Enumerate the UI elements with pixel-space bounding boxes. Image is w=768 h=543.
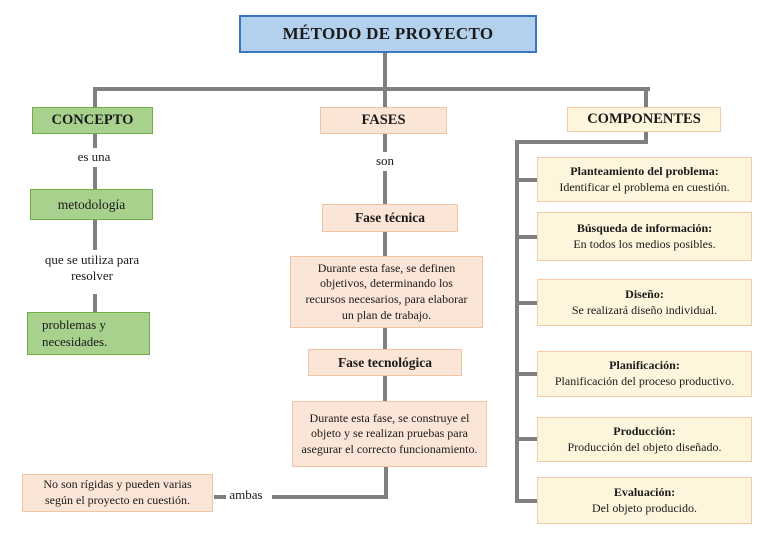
connector-stub-1 bbox=[515, 178, 539, 182]
componentes-header: COMPONENTES bbox=[567, 107, 721, 132]
connector-stub-5 bbox=[515, 437, 539, 441]
fases-link-son: son bbox=[355, 153, 415, 169]
connector-drop-concepto bbox=[93, 87, 97, 107]
connector-componentes-horiz bbox=[515, 140, 648, 144]
componente-item-desc: En todos los medios posibles. bbox=[573, 236, 716, 251]
connector-stub-3 bbox=[515, 301, 539, 305]
concepto-link-es-una: es una bbox=[52, 149, 136, 165]
connector-drop-componentes bbox=[644, 87, 648, 107]
fase-tecnologica-desc: Durante esta fase, se construye el objet… bbox=[292, 401, 487, 467]
connector-concepto-2 bbox=[93, 167, 97, 189]
componente-item-planificacion: Planificación: Planificación del proceso… bbox=[537, 351, 752, 397]
componente-item-desc: Identificar el problema en cuestión. bbox=[559, 179, 730, 194]
connector-fases-1 bbox=[383, 134, 387, 152]
connector-fases-3 bbox=[383, 232, 387, 256]
connector-fases-5 bbox=[383, 376, 387, 401]
connector-ambas-horizontal bbox=[272, 495, 388, 499]
fases-nota-node: No son rígidas y pueden varias según el … bbox=[22, 474, 213, 512]
connector-title-drop bbox=[383, 53, 387, 91]
title-node: MÉTODO DE PROYECTO bbox=[239, 15, 537, 53]
componente-item-title: Producción: bbox=[613, 423, 676, 438]
componente-item-title: Búsqueda de información: bbox=[576, 220, 713, 235]
connector-top-rail bbox=[93, 87, 650, 91]
connector-drop-fases bbox=[383, 87, 387, 107]
connector-ambas-dash bbox=[214, 495, 226, 499]
fases-header: FASES bbox=[320, 107, 447, 134]
connector-concepto-4 bbox=[93, 294, 97, 312]
componente-item-desc: Del objeto producido. bbox=[592, 500, 697, 515]
connector-componentes-vert bbox=[644, 132, 648, 144]
connector-componentes-trunk bbox=[515, 140, 519, 501]
componente-item-diseno: Diseño: Se realizará diseño individual. bbox=[537, 279, 752, 326]
componente-item-planteamiento: Planteamiento del problema: Identificar … bbox=[537, 157, 752, 202]
connector-stub-2 bbox=[515, 235, 539, 239]
concepto-header: CONCEPTO bbox=[32, 107, 153, 134]
fase-tecnica-node: Fase técnica bbox=[322, 204, 458, 232]
concepto-node-problemas: problemas y necesidades. bbox=[27, 312, 150, 355]
componente-item-title: Evaluación: bbox=[613, 484, 676, 499]
componente-item-produccion: Producción: Producción del objeto diseña… bbox=[537, 417, 752, 462]
fase-tecnica-desc: Durante esta fase, se definen objetivos,… bbox=[290, 256, 483, 328]
componente-item-desc: Planificación del proceso productivo. bbox=[554, 374, 735, 388]
connector-fases-2 bbox=[383, 171, 387, 204]
componente-item-evaluacion: Evaluación: Del objeto producido. bbox=[537, 477, 752, 524]
connector-fases-4 bbox=[383, 328, 387, 349]
connector-concepto-1 bbox=[93, 134, 97, 148]
componente-item-desc: Producción del objeto diseñado. bbox=[567, 439, 722, 454]
concepto-node-metodologia: metodología bbox=[30, 189, 153, 220]
componente-item-busqueda: Búsqueda de información: En todos los me… bbox=[537, 212, 752, 261]
fase-tecnologica-node: Fase tecnológica bbox=[308, 349, 462, 376]
concepto-link-que-se-utiliza: que se utiliza para resolver bbox=[40, 252, 144, 284]
componente-item-desc: Se realizará diseño individual. bbox=[571, 302, 718, 317]
fases-link-ambas: ambas bbox=[222, 487, 270, 503]
connector-stub-6 bbox=[515, 499, 539, 503]
componente-item-title: Planteamiento del problema: bbox=[570, 163, 719, 178]
componente-item-title: Diseño: bbox=[625, 286, 664, 301]
connector-concepto-3 bbox=[93, 220, 97, 250]
componente-item-title: Planificación: bbox=[609, 358, 680, 373]
connector-ambas-vertical bbox=[384, 467, 388, 499]
connector-stub-4 bbox=[515, 372, 539, 376]
